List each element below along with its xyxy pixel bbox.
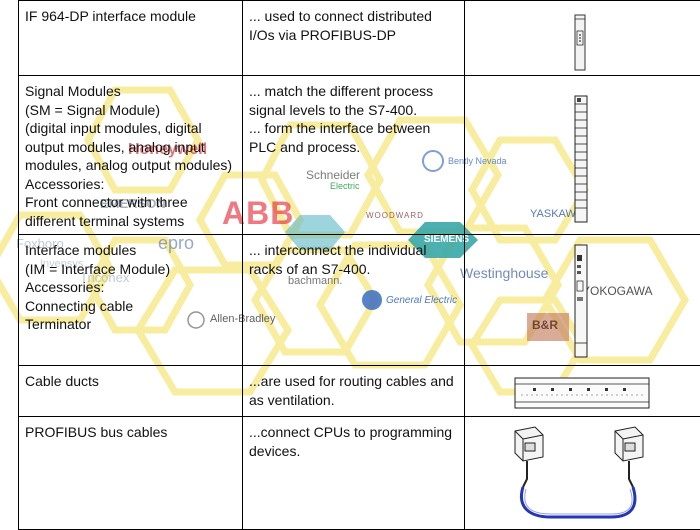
component-text: modules, analog output modules) — [25, 156, 236, 175]
component-cell: Signal Modules (SM = Signal Module) (dig… — [19, 76, 243, 235]
function-text: ... used to connect distributed — [249, 7, 458, 26]
component-text: Connecting cable — [25, 297, 236, 316]
component-text: (IM = Interface Module) — [25, 260, 236, 279]
illustration-cell — [465, 235, 700, 366]
table-row: IF 964-DP interface module ... used to c… — [19, 1, 700, 76]
component-text: Signal Modules — [25, 82, 236, 101]
cable-duct-icon — [471, 372, 697, 416]
signal-module-icon — [471, 82, 697, 234]
table-row: Cable ducts ...are used for routing cabl… — [19, 366, 700, 417]
function-text: as ventilation. — [249, 391, 458, 410]
table-row: Signal Modules (SM = Signal Module) (dig… — [19, 76, 700, 235]
component-text: (digital input modules, digital — [25, 119, 236, 138]
function-text: PLC and process. — [249, 138, 458, 157]
illustration-cell — [465, 366, 700, 417]
illustration-cell — [465, 1, 700, 76]
function-text: racks of an S7-400. — [249, 260, 458, 279]
component-text: Accessories: — [25, 175, 236, 194]
function-text: ... form the interface between — [249, 119, 458, 138]
interface-module-icon — [471, 7, 697, 75]
component-text: IF 964-DP interface module — [25, 7, 236, 26]
component-text: output modules, analog input — [25, 138, 236, 157]
table-row: Interface modules (IM = Interface Module… — [19, 235, 700, 366]
component-text: Cable ducts — [25, 372, 236, 391]
component-text: Terminator — [25, 315, 236, 334]
function-text: ... match the different process — [249, 82, 458, 101]
component-text: (SM = Signal Module) — [25, 101, 236, 120]
component-text: different terminal systems — [25, 212, 236, 231]
function-cell: ... used to connect distributed I/Os via… — [243, 1, 465, 76]
component-text: Front connector with three — [25, 193, 236, 212]
im-module-icon — [471, 241, 697, 365]
table-row: PROFIBUS bus cables ...connect CPUs to p… — [19, 417, 700, 530]
function-cell: ... interconnect the individual racks of… — [243, 235, 465, 366]
component-text: Accessories: — [25, 278, 236, 297]
function-cell: ...are used for routing cables and as ve… — [243, 366, 465, 417]
illustration-cell — [465, 76, 700, 235]
function-text: signal levels to the S7-400. — [249, 101, 458, 120]
component-cell: Interface modules (IM = Interface Module… — [19, 235, 243, 366]
illustration-cell — [465, 417, 700, 530]
component-text: Interface modules — [25, 241, 236, 260]
component-text: PROFIBUS bus cables — [25, 423, 236, 442]
component-cell: Cable ducts — [19, 366, 243, 417]
component-cell: PROFIBUS bus cables — [19, 417, 243, 530]
function-cell: ... match the different process signal l… — [243, 76, 465, 235]
function-text: devices. — [249, 442, 458, 461]
profibus-cable-icon — [471, 423, 697, 529]
function-text: ...are used for routing cables and — [249, 372, 458, 391]
components-table: IF 964-DP interface module ... used to c… — [18, 0, 700, 530]
function-text: ...connect CPUs to programming — [249, 423, 458, 442]
function-text: I/Os via PROFIBUS-DP — [249, 26, 458, 45]
function-cell: ...connect CPUs to programming devices. — [243, 417, 465, 530]
function-text: ... interconnect the individual — [249, 241, 458, 260]
component-cell: IF 964-DP interface module — [19, 1, 243, 76]
